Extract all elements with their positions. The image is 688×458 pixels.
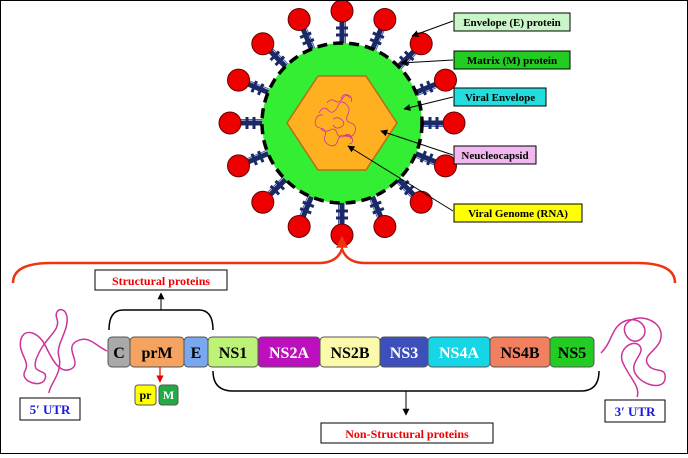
spike [366,190,397,238]
segment-ns3: NS3 [379,336,429,368]
virion [218,0,466,247]
matrix-protein-label: Matrix (M) protein [453,50,571,70]
segment-label: C [113,345,125,362]
segment-label: NS5 [558,345,586,362]
spike [287,189,316,238]
segment-ns4a: NS4A [427,336,491,368]
cleavage-pr: pr [134,384,157,406]
nucleocapsid-label: Neucleocapsid [453,145,537,165]
segment-label: NS4A [439,345,479,362]
cleavage-products: pr M [134,384,179,406]
spike [227,147,275,178]
spike [287,8,318,56]
viral-genome-label: Viral Genome (RNA) [453,203,583,223]
genome-bracket [11,235,677,284]
utr-3-squiggle [600,317,666,398]
segment-label: NS3 [390,345,418,362]
cleavage-label: M [163,388,174,402]
structural-proteins-text: Structural proteins [112,274,210,288]
segment-label: NS4B [500,345,539,362]
nucleocapsid-hexagon [286,75,398,171]
segment-label: NS2A [269,345,309,362]
segment-ns4b: NS4B [489,336,551,368]
segment-label: E [191,345,202,362]
utr-3-label: 3′ UTR [615,404,656,419]
utr-5-squiggle [19,308,108,394]
utr-5-label: 5′ UTR [30,402,71,417]
segment-prm: prM [129,336,185,368]
utr-5-prime: 5′ UTR [19,308,108,421]
segment-label: prM [141,345,172,362]
segment-ns2b: NS2B [319,336,381,368]
spike [251,172,292,214]
cleavage-m: M [158,384,179,406]
viral-genome-text: Viral Genome (RNA) [468,208,568,220]
envelope-protein-label: Envelope (E) protein [453,12,571,32]
structural-proteins-callout: Structural proteins [94,269,228,331]
prm-cleavage: pr M [134,367,179,406]
viral-envelope-label: Viral Envelope [453,87,547,107]
spike [330,0,354,49]
segment-ns5: NS5 [549,336,595,368]
segment-c: C [107,336,131,368]
non-structural-proteins-text: Non-Structural proteins [345,427,469,441]
segment-e: E [183,336,209,368]
utr-3-prime: 3′ UTR [600,317,666,423]
spike [391,173,433,214]
segment-ns1: NS1 [207,336,259,368]
nucleocapsid-text: Neucleocapsid [461,150,528,162]
virion-callouts: Envelope (E) protein Matrix (M) protein … [347,12,583,223]
segment-ns2a: NS2A [257,336,321,368]
segment-label: NS2B [330,345,369,362]
viral-envelope-text: Viral Envelope [465,92,535,104]
envelope-protein-text: Envelope (E) protein [463,17,561,29]
non-structural-proteins-callout: Non-Structural proteins [212,370,600,444]
segment-label: NS1 [219,345,247,362]
spike [368,8,397,57]
cleavage-label: pr [140,388,153,402]
spike [251,32,293,73]
spike [227,68,276,97]
rna-genome-squiggle [314,94,356,147]
matrix-protein-text: Matrix (M) protein [467,55,557,67]
